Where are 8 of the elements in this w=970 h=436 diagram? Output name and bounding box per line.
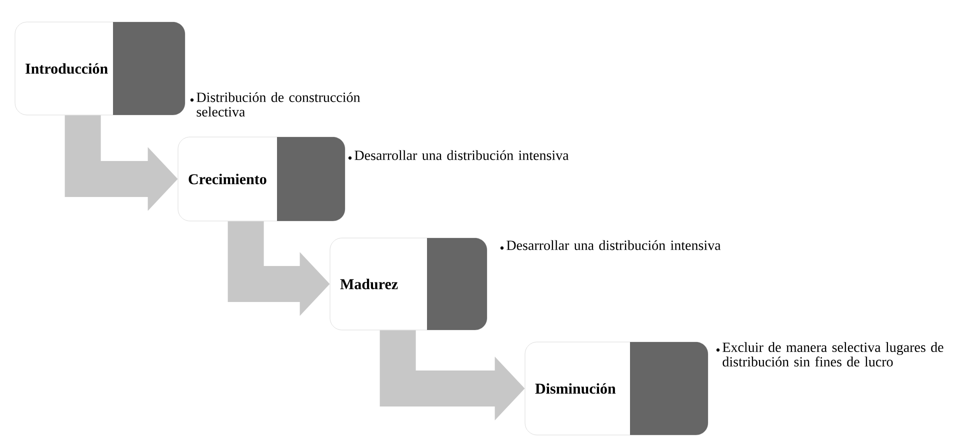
- bullet-text: Excluir de manera selectiva lugares de distribución sin fines de lucro: [716, 342, 944, 367]
- stage-box: Disminución: [524, 342, 708, 436]
- stage-box: Introducción: [14, 22, 186, 116]
- bullet-text: Desarrollar una distribución intensiva: [500, 240, 721, 250]
- stage-box: Crecimiento: [178, 136, 346, 222]
- bullet-text: Desarrollar una distribución intensiva: [348, 150, 569, 160]
- bullet-text: Distribución de construcción selectiva: [190, 92, 360, 117]
- stage-box: Madurez: [330, 238, 488, 330]
